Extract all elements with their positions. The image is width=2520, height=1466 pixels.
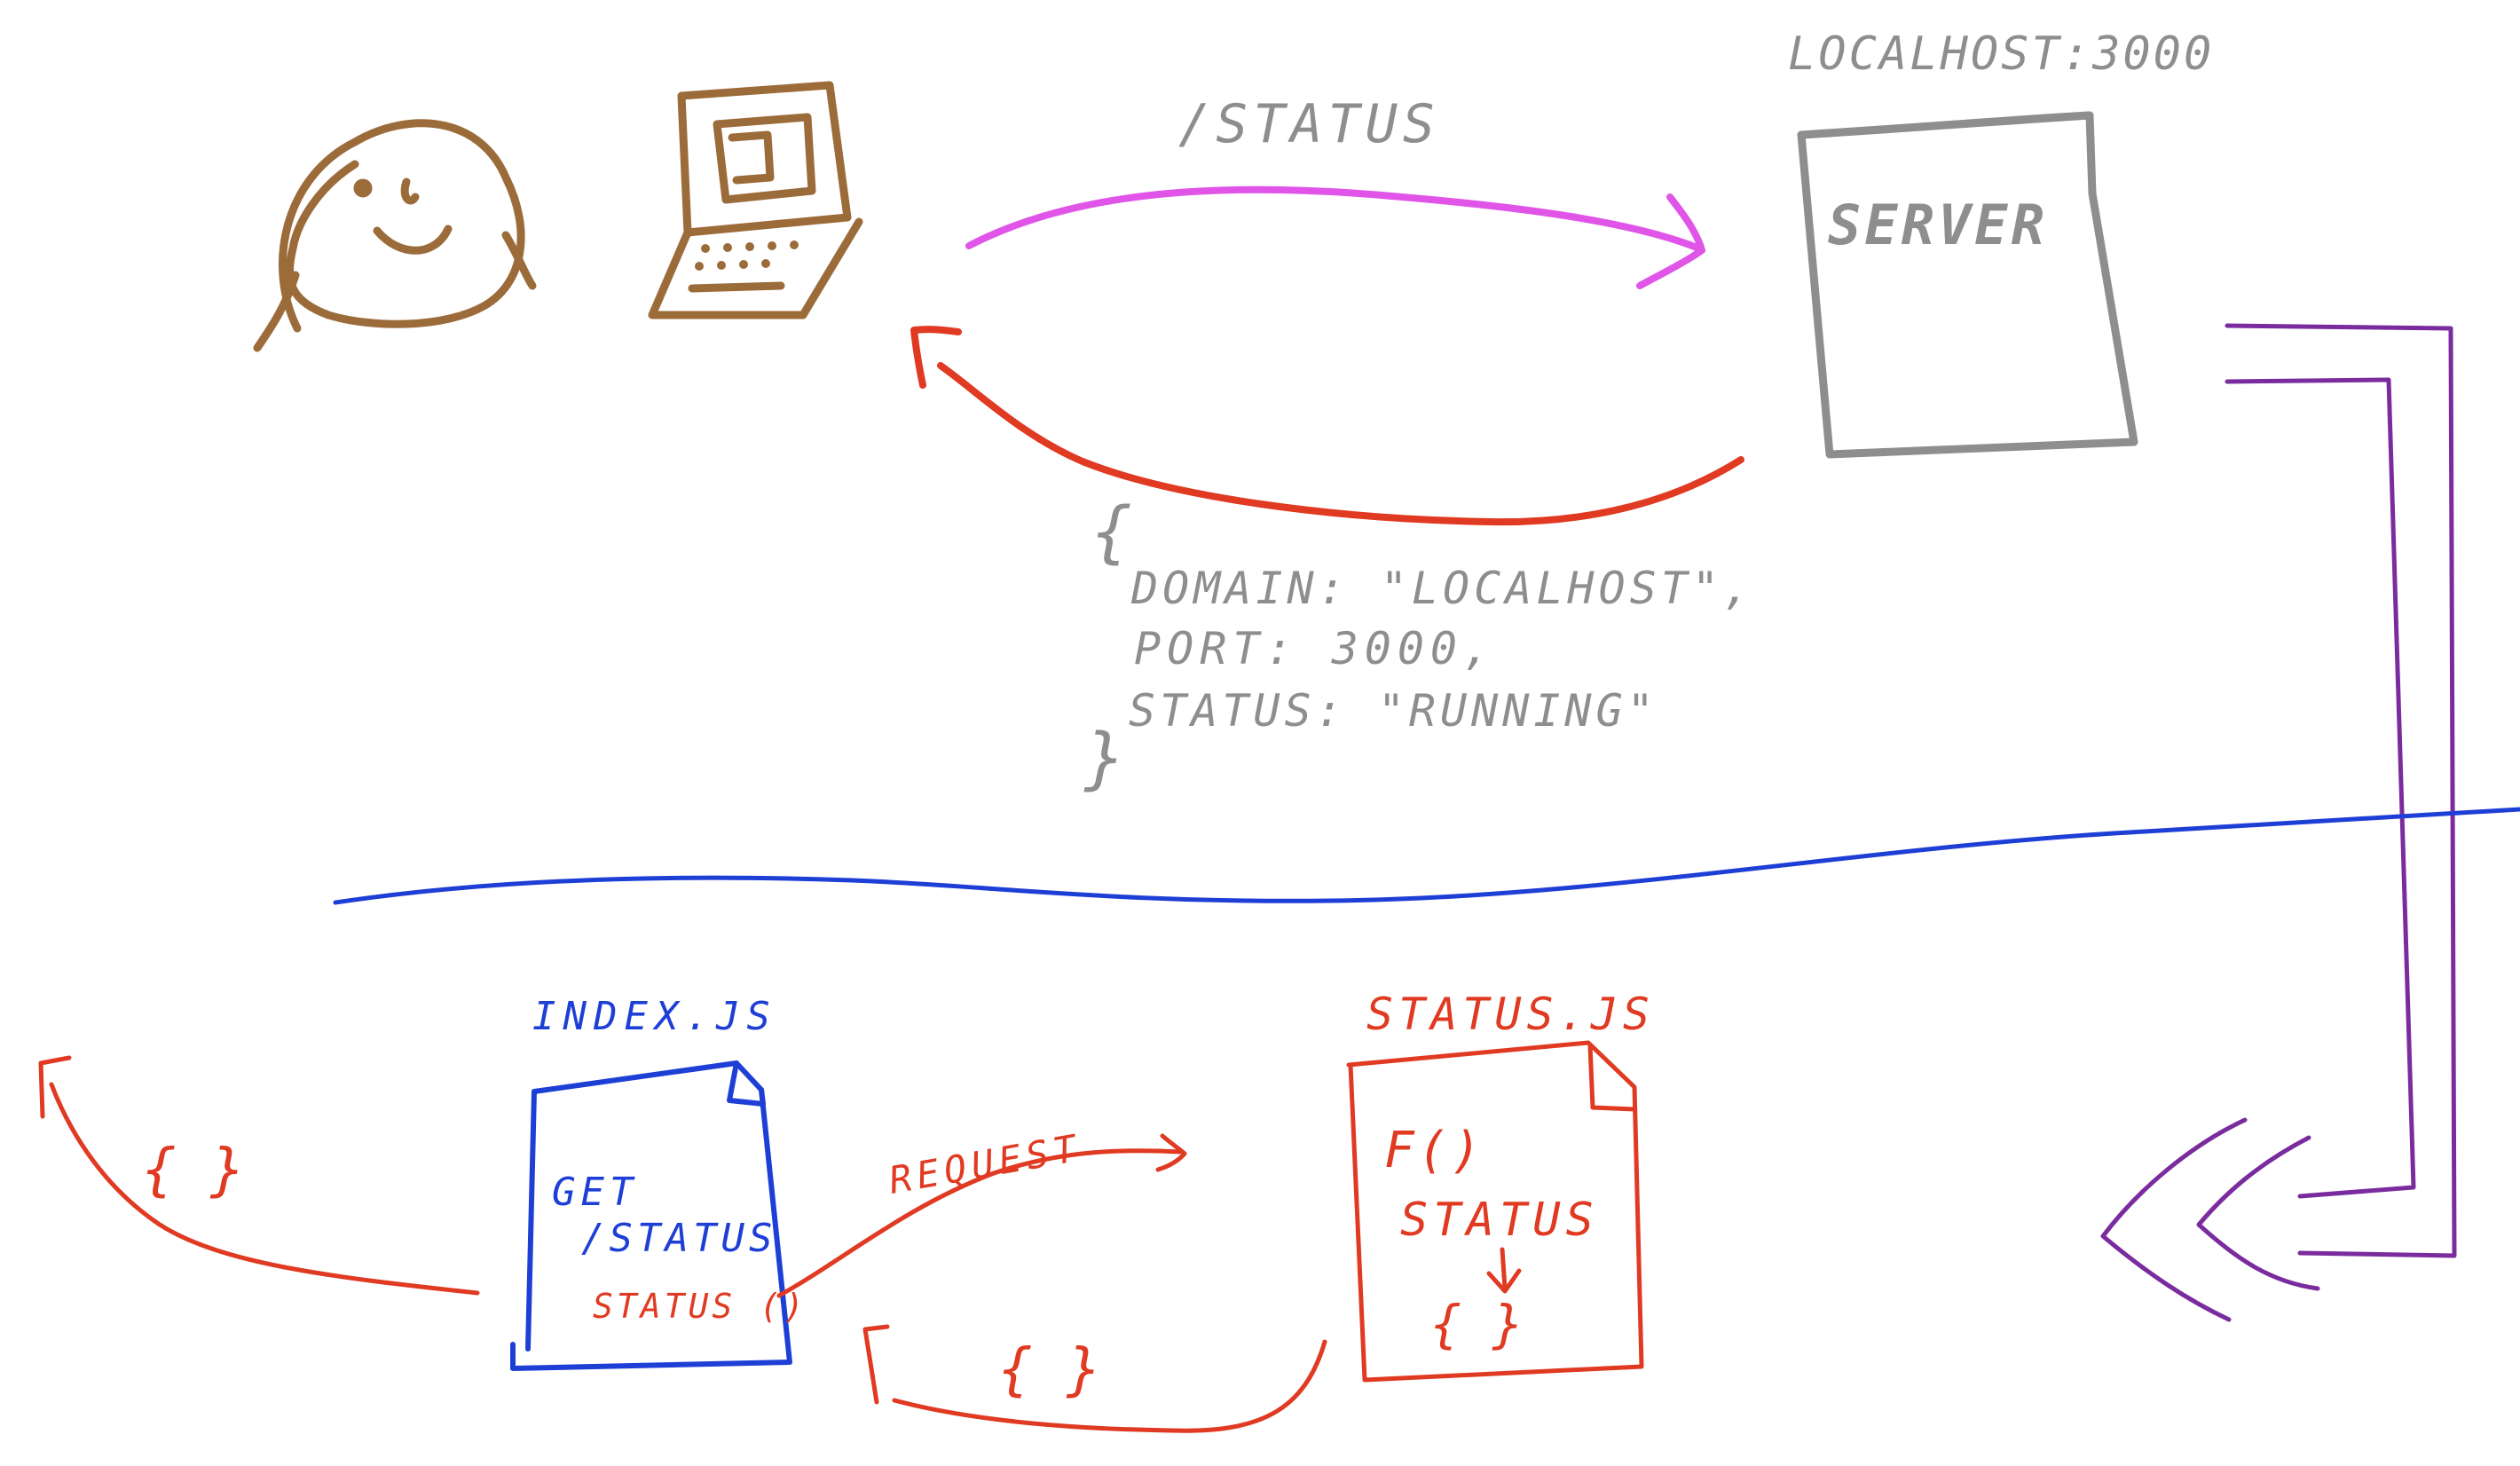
status-line-status: STATUS [1400,1194,1599,1247]
server-host-label: LOCALHOST:3000 [1788,28,2214,81]
internal-return-arrow [862,1324,1327,1433]
index-line-get: GET [552,1170,638,1215]
request-path-label: /STATUS [1178,93,1440,155]
outgoing-return-arrow [38,1055,480,1296]
outgoing-return-object: { } [142,1138,245,1203]
status-line-function: F() [1384,1122,1484,1179]
request-arrow [965,185,1705,289]
index-line-call: STATUS () [593,1287,807,1326]
server-to-code-connector [2100,323,2457,1322]
laptop-icon [648,81,863,319]
section-divider [333,807,2520,905]
response-arrow [910,326,1744,526]
response-body: { DOMAIN: "LOCALHOST", PORT: 3000, STATU… [1083,492,1754,797]
response-line-status: STATUS: "RUNNING" [1129,685,1658,737]
person-icon [253,119,537,352]
index-line-path: /STATUS [581,1216,776,1261]
status-file-document-icon [1346,1040,1644,1383]
status-down-arrow [1486,1247,1522,1294]
server-label: SERVER [1828,193,2048,257]
status-line-object: { } [1430,1294,1524,1354]
response-line-domain: DOMAIN: "LOCALHOST", [1130,563,1754,614]
status-file-name: STATUS.JS [1366,989,1655,1040]
internal-request-label: REQUEST [886,1126,1084,1202]
response-open-brace: { [1091,492,1132,571]
index-file-name: INDEX.JS [532,994,777,1039]
internal-request-arrow [776,1133,1187,1298]
response-close-brace: } [1083,718,1125,797]
server-icon [1797,111,2138,459]
index-file-document-icon [510,1060,792,1371]
response-line-port: PORT: 3000, [1134,623,1496,674]
internal-return-object: { } [998,1337,1101,1403]
